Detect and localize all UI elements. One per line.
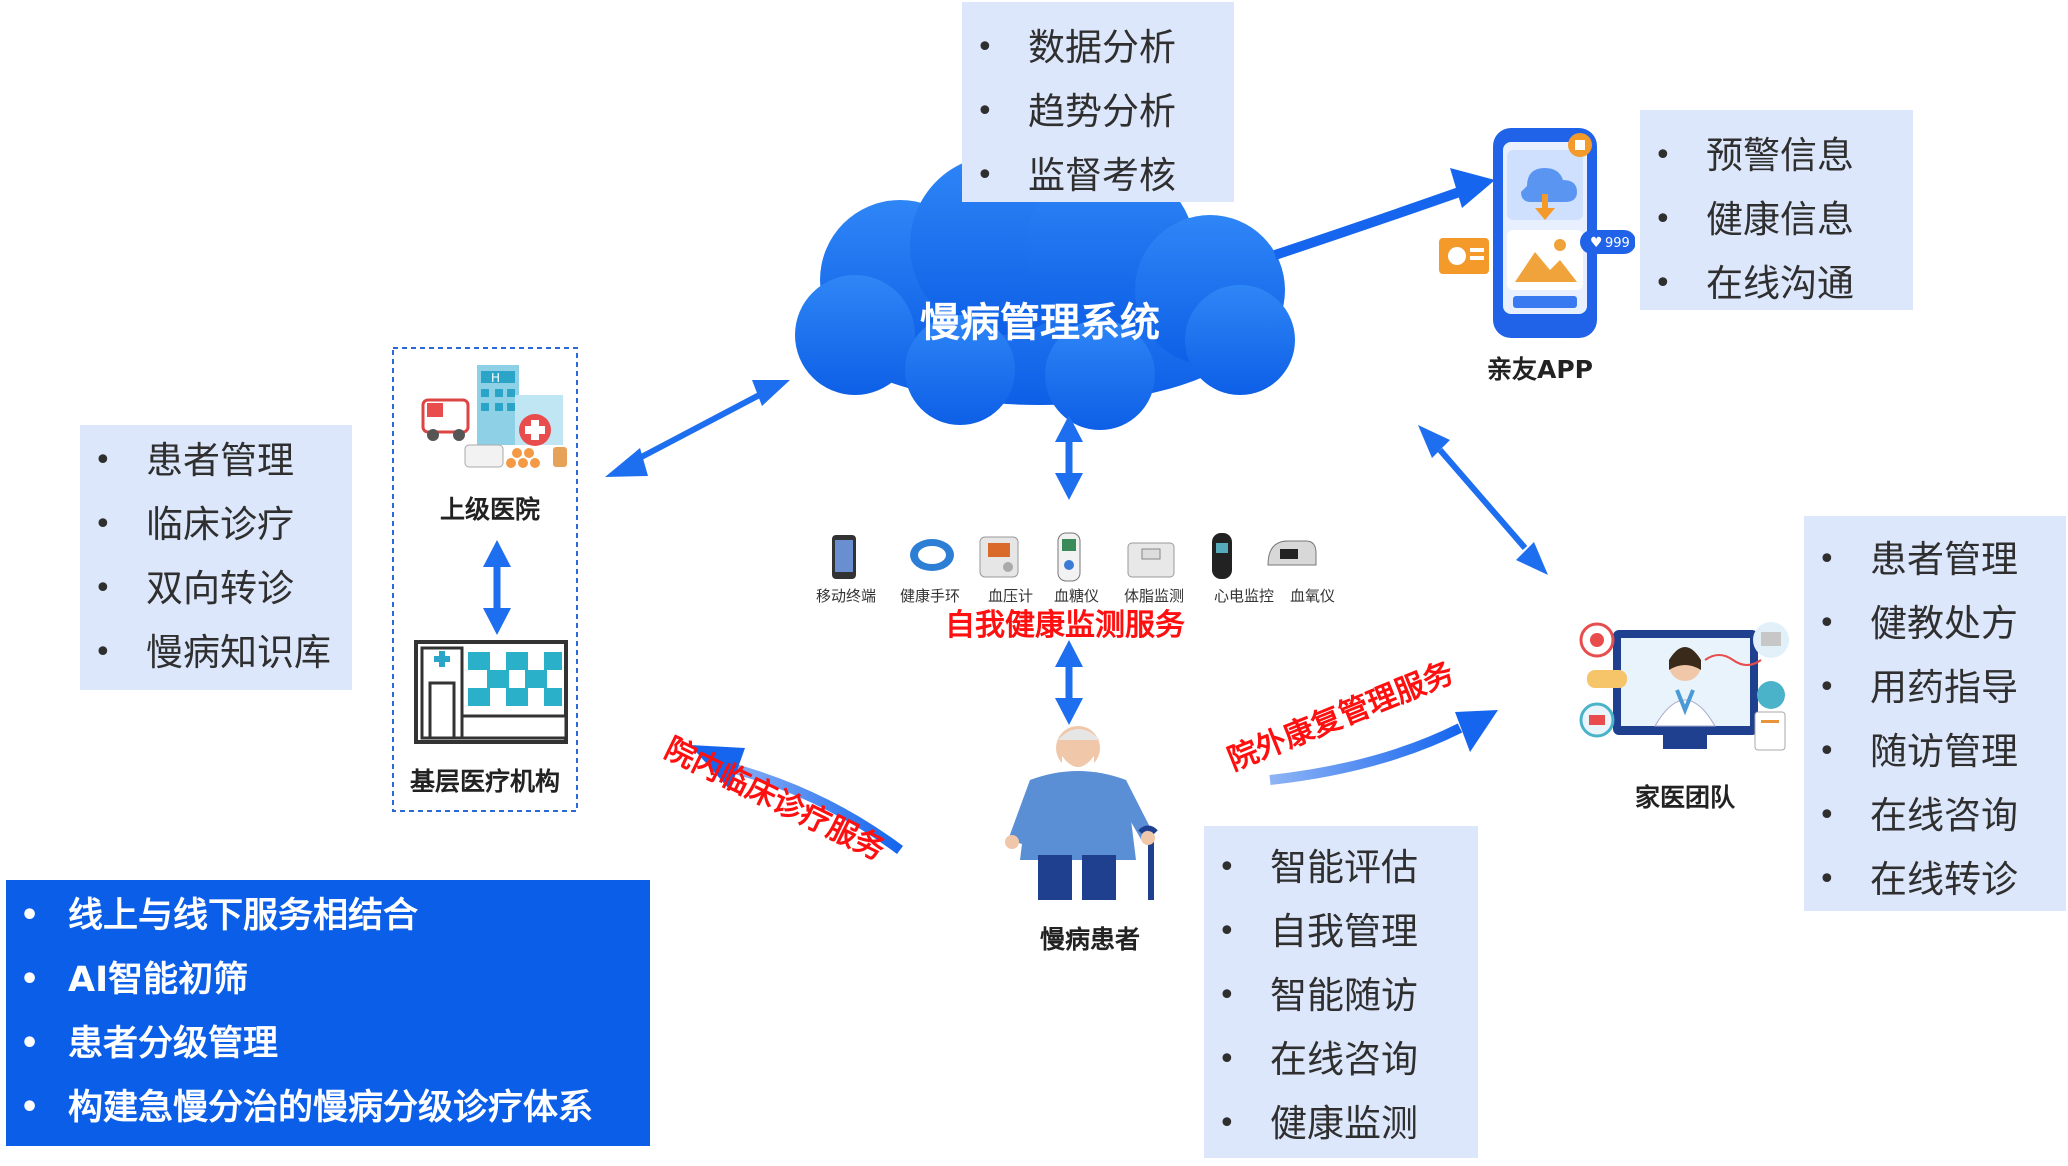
doctor-item: 健教处方: [1804, 592, 2066, 656]
family-app-icon: 999 ♥: [1435, 120, 1635, 340]
self-monitoring-service-label: 自我健康监测服务: [945, 608, 1185, 643]
doctor-team-box: 患者管理 健教处方 用药指导 随访管理 在线咨询 在线转诊: [1804, 516, 2066, 912]
patient-label: 慢病患者: [1039, 925, 1140, 954]
family-app-box: 预警信息 健康信息 在线沟通: [1640, 110, 1913, 316]
patient-item: 健康监测: [1204, 1092, 1478, 1156]
device-label: 健康手环: [900, 587, 961, 605]
arrow-cloud-hospital: [630, 389, 767, 465]
analysis-item: 监督考核: [962, 144, 1234, 208]
device-label: 血压计: [988, 587, 1034, 605]
arrow-cloud-to-app: [1273, 185, 1467, 260]
doctor-item: 患者管理: [1804, 528, 2066, 592]
arrow-head-cloud: [1418, 425, 1450, 458]
patient-item: 自我管理: [1204, 900, 1478, 964]
patient-item: 智能评估: [1204, 836, 1478, 900]
glucose-meter-icon: [1057, 532, 1081, 582]
arrow-cloud-doctor: [1437, 448, 1528, 550]
hospital-item: 双向转诊: [80, 557, 352, 621]
doctor-team-label: 家医团队: [1634, 783, 1735, 812]
arrow-head-app: [1450, 168, 1495, 208]
arrow-inpatient: [718, 760, 903, 855]
arrow-head-upper: [483, 540, 511, 567]
patient-item: 智能随访: [1204, 964, 1478, 1028]
app-item: 预警信息: [1640, 124, 1913, 188]
hospital-frame: [392, 347, 578, 812]
summary-box: 线上与线下服务相结合 AI智能初筛 患者分级管理 构建急慢分治的慢病分级诊疗体系: [6, 880, 650, 1146]
device-row: 移动终端 健康手环 血压计 血糖仪 体脂监测 心电监控 血氧仪: [810, 525, 1350, 605]
patient-box: 智能评估 自我管理 智能随访 在线咨询 健康监测: [1204, 826, 1478, 1158]
svg-text:♥: ♥: [1590, 235, 1603, 251]
app-item: 在线沟通: [1640, 252, 1913, 316]
device-label: 体脂监测: [1124, 587, 1185, 605]
arrow-head-outpatient: [1455, 710, 1498, 752]
oximeter-icon: [1267, 540, 1317, 566]
doctor-item: 用药指导: [1804, 656, 2066, 720]
body-fat-scale-icon: [1127, 542, 1175, 578]
app-item: 健康信息: [1640, 188, 1913, 252]
device-label: 血氧仪: [1290, 587, 1336, 605]
cloud-title: 慢病管理系统: [920, 300, 1160, 346]
arrow-head-hospital-2: [752, 380, 790, 406]
analysis-box: 数据分析 趋势分析 监督考核: [962, 2, 1234, 208]
doctor-item: 在线转诊: [1804, 848, 2066, 912]
hospital-box: 患者管理 临床诊疗 双向转诊 慢病知识库: [80, 425, 352, 690]
analysis-item: 数据分析: [962, 16, 1234, 80]
primary-clinic-label: 基层医疗机构: [409, 767, 560, 796]
patient-icon: [990, 720, 1180, 905]
arrow-head-patient-up: [1055, 640, 1083, 667]
summary-item: AI智能初筛: [6, 948, 650, 1012]
device-label: 血糖仪: [1054, 587, 1100, 605]
patient-item: 在线咨询: [1204, 1028, 1478, 1092]
summary-item: 线上与线下服务相结合: [6, 884, 650, 948]
primary-clinic-icon: [412, 638, 572, 748]
analysis-item: 趋势分析: [962, 80, 1234, 144]
health-band-icon: [910, 539, 954, 571]
doctor-item: 在线咨询: [1804, 784, 2066, 848]
arrow-head-devices-up: [1055, 415, 1083, 442]
device-label: 移动终端: [816, 587, 877, 605]
arrow-head-patient-down: [1055, 698, 1083, 725]
arrow-head-devices-down: [1055, 473, 1083, 500]
family-app-label: 亲友APP: [1487, 355, 1593, 384]
doctor-team-icon: [1575, 620, 1795, 760]
upper-hospital-icon: H: [415, 355, 575, 480]
arrow-head-doctor: [1516, 542, 1548, 575]
arrow-head-hospital-1: [605, 448, 648, 477]
mobile-terminal-icon: [832, 535, 856, 579]
svg-text:H: H: [491, 371, 500, 385]
ecg-monitor-icon: [1212, 533, 1232, 579]
upper-hospital-label: 上级医院: [439, 495, 540, 524]
app-badge: 999: [1605, 236, 1630, 251]
blood-pressure-meter-icon: [979, 536, 1019, 578]
summary-item: 构建急慢分治的慢病分级诊疗体系: [6, 1076, 650, 1140]
hospital-item: 临床诊疗: [80, 493, 352, 557]
arrow-head-inpatient: [690, 745, 745, 790]
arrow-head-primary: [483, 608, 511, 635]
doctor-item: 随访管理: [1804, 720, 2066, 784]
device-label: 心电监控: [1214, 587, 1275, 605]
hospital-item: 慢病知识库: [80, 621, 352, 685]
hospital-item: 患者管理: [80, 429, 352, 493]
summary-item: 患者分级管理: [6, 1012, 650, 1076]
arrow-outpatient: [1269, 723, 1463, 785]
